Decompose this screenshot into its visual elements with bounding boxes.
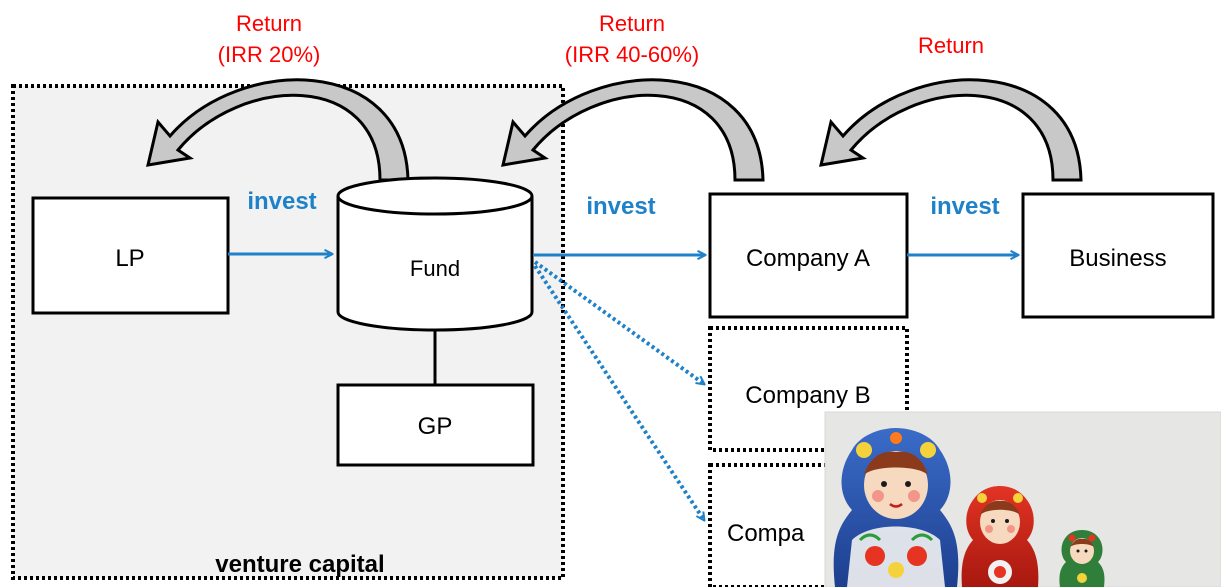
return-label-company: Return [918, 33, 984, 58]
return-label-lp-line2: (IRR 20%) [218, 42, 321, 67]
invest-arrow-fund-company-c [533, 264, 704, 520]
fund-cylinder: Fund [336, 176, 534, 332]
venture-capital-region [11, 84, 565, 580]
venture-capital-label: venture capital [215, 551, 384, 578]
return-label-fund-line1: Return [599, 11, 665, 36]
gp-label: GP [418, 413, 453, 440]
invest-label-fund-company: invest [586, 193, 655, 220]
business-box: Business [1021, 192, 1215, 319]
company-a-box: Company A [708, 192, 909, 319]
return-arrow-company-to-fund [501, 78, 765, 182]
business-label: Business [1069, 245, 1166, 272]
return-arrow-business-to-company [819, 78, 1083, 182]
company-c-label: Compa [727, 520, 805, 547]
fund-label: Fund [410, 256, 460, 281]
return-label-fund-line2: (IRR 40-60%) [565, 42, 699, 67]
doll-large [833, 428, 959, 587]
doll-medium [961, 486, 1039, 587]
invest-arrow-fund-company-b [533, 260, 704, 384]
matryoshka-photo [824, 411, 1221, 587]
lp-box: LP [31, 196, 230, 315]
lp-label: LP [115, 245, 144, 272]
return-label-lp-line1: Return [236, 11, 302, 36]
company-b-label: Company B [745, 382, 870, 409]
gp-box: GP [336, 383, 535, 467]
company-a-label: Company A [746, 245, 870, 272]
invest-label-lp-fund: invest [247, 188, 316, 215]
return-arrow-fund-to-lp [146, 78, 410, 182]
invest-label-company-business: invest [930, 193, 999, 220]
doll-small [1059, 530, 1105, 587]
